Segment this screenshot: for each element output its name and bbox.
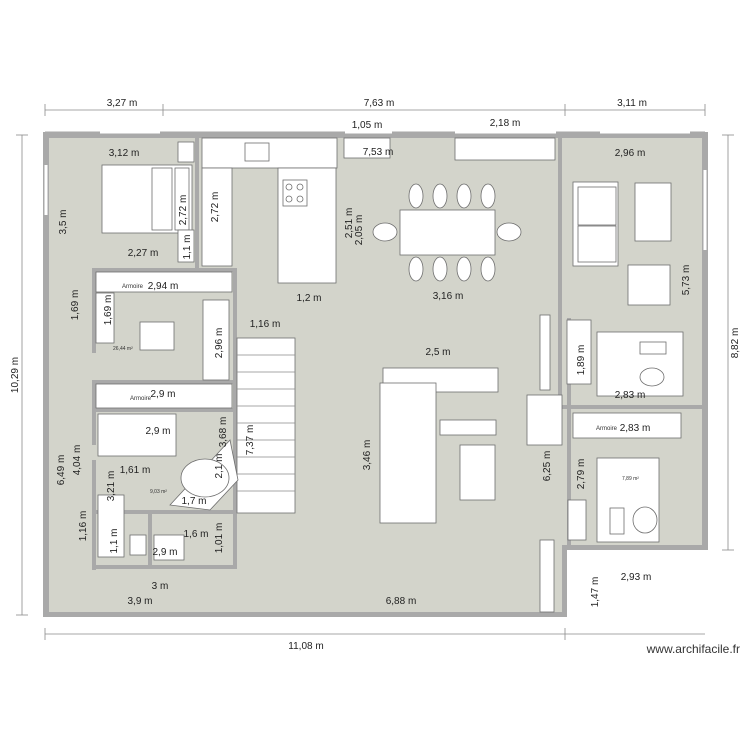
watermark: www.archifacile.fr [646,642,740,656]
dim-21: 2,1 m [214,453,225,478]
dim-169a: 1,69 m [70,290,81,321]
coffee-table [459,444,496,501]
dim-321: 3,21 m [106,471,117,502]
dim-window-b: 2,18 m [490,118,521,129]
office-furniture [539,412,682,613]
dim-39: 3,9 m [127,596,152,607]
dim-116b: 1,16 m [78,511,89,542]
dim-368: 3,68 m [218,417,229,448]
wardrobe-label-a: Armoire [122,284,144,290]
dim-189: 1,89 m [576,345,587,376]
room-labels: 26,44 m² 9,03 m² 7,89 m² Armoire Armoire… [113,284,639,495]
sink [244,142,270,162]
dining-set [372,183,522,282]
dim-205: 2,05 m [354,215,365,246]
dim-279: 2,79 m [576,459,587,490]
dim-688: 6,88 m [386,596,417,607]
dim-573: 5,73 m [681,265,692,296]
wardrobe-label-b: Armoire [130,396,152,402]
dim-272b: 2,72 m [210,192,221,223]
dim-316: 3,16 m [433,291,464,302]
area-bath: 9,03 m² [150,489,167,495]
dim-29a: 2,9 m [150,389,175,400]
living-room-sofa [379,367,499,524]
dim-1108: 11,08 m [288,641,323,652]
bedroom-furniture [101,141,195,263]
dim-272a: 2,72 m [178,195,189,226]
windows [44,130,707,250]
bathroom-fixtures [97,413,239,561]
dim-inner-753: 7,53 m [363,147,394,158]
dim-12: 1,2 m [296,293,321,304]
piano [539,539,555,613]
dim-room-tr: 2,96 m [615,148,646,159]
dim-169b: 1,69 m [103,295,114,326]
dim-147: 1,47 m [590,577,601,608]
dining-table [399,209,496,256]
dim-top-mid: 7,63 m [364,98,395,109]
dim-625: 6,25 m [542,451,553,482]
dim-101: 1,01 m [214,523,225,554]
dim-296: 2,96 m [214,328,225,359]
dim-649: 6,49 m [56,455,67,486]
dim-3: 3 m [152,581,169,592]
staircase [236,337,296,514]
dim-294: 2,94 m [148,281,179,292]
dim-293: 2,93 m [621,572,652,583]
dim-404: 4,04 m [72,445,83,476]
area-left-room: 26,44 m² [113,346,133,352]
dim-227: 2,27 m [128,248,159,259]
dim-116a: 1,16 m [250,319,281,330]
dim-17: 1,7 m [181,496,206,507]
dim-top-right: 3,11 m [617,98,647,109]
dim-11: 1,1 m [182,234,193,259]
dim-1029: 10,29 m [10,357,21,393]
walls [43,132,708,617]
dim-251: 2,51 m [344,208,355,239]
dim-11b: 1,1 m [109,528,120,553]
dim-bed-width: 3,12 m [109,148,140,159]
area-office: 7,89 m² [622,476,639,482]
dim-161: 1,61 m [120,465,151,476]
left-room-furniture [95,271,233,409]
dim-346: 3,46 m [362,440,373,471]
dimension-labels: 3,27 m 7,63 m 3,11 m 1,05 m 2,18 m 7,53 … [10,98,741,652]
dim-283a: 2,83 m [615,390,646,401]
dim-882: 8,82 m [730,328,741,359]
dim-35: 3,5 m [58,209,69,234]
dim-window-a: 1,05 m [352,120,383,131]
dim-29c: 2,9 m [152,547,177,558]
cooktop [282,179,308,207]
lounge-furniture [526,181,684,446]
dim-737: 7,37 m [245,425,256,456]
wardrobe-label-c: Armoire [596,426,618,432]
kitchen [201,137,556,284]
dim-25: 2,5 m [425,347,450,358]
dim-top-left: 3,27 m [107,98,138,109]
dim-16: 1,6 m [183,529,208,540]
dim-283b: 2,83 m [620,423,651,434]
dim-29b: 2,9 m [145,426,170,437]
